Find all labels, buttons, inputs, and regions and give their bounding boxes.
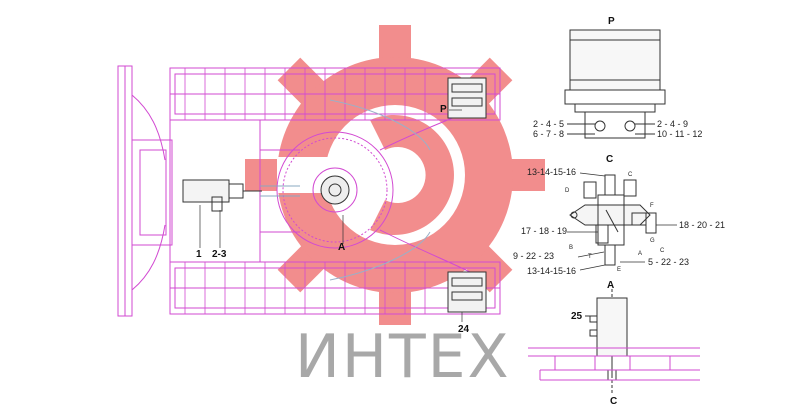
callout-24: 24 — [458, 324, 470, 335]
port-letter-e: E — [617, 267, 621, 273]
port-letter-c-2: C — [660, 248, 665, 254]
port-letter-d: D — [565, 188, 570, 194]
detail-a-part-25: 25 — [571, 311, 583, 322]
port-letter-g: G — [650, 238, 655, 244]
detail-p-label-2: 6 - 7 - 8 — [533, 129, 564, 139]
callout-2-3: 2-3 — [212, 249, 227, 260]
callout-1: 1 — [196, 249, 202, 260]
port-letter-a: A — [638, 251, 642, 257]
detail-c-label-1: 13-14-15-16 — [527, 167, 576, 177]
detail-c-swivel — [569, 174, 657, 266]
detail-a-title: A — [607, 280, 614, 291]
detail-c-label-6: 13-14-15-16 — [527, 266, 576, 276]
callout-a: A — [338, 242, 345, 253]
detail-a-base-frame — [528, 347, 700, 381]
detail-p-label-1: 2 - 4 - 5 — [533, 119, 564, 129]
detail-p-label-3: 2 - 4 - 9 — [657, 119, 688, 129]
detail-c-label-3: 18 - 20 - 21 — [679, 220, 725, 230]
detail-c-leaders — [567, 172, 677, 271]
detail-c-label-2: 17 - 18 - 19 — [521, 226, 567, 236]
detail-c-port-letters: D C F G A B T E C — [565, 172, 665, 273]
detail-c-label-4: 9 - 22 - 23 — [513, 251, 554, 261]
port-letter-c: C — [628, 172, 633, 178]
detail-p-title: P — [608, 16, 615, 27]
port-letter-b: B — [569, 245, 573, 251]
detail-c-title: C — [606, 154, 613, 165]
detail-a-section-c: C — [610, 396, 617, 407]
callout-p: P — [440, 104, 447, 115]
main-view-leaders — [199, 109, 463, 322]
detail-a-section — [585, 289, 628, 394]
port-letter-f: F — [650, 203, 654, 209]
main-view-components — [182, 77, 487, 313]
detail-p-label-4: 10 - 11 - 12 — [657, 129, 702, 139]
port-letter-t: T — [588, 254, 592, 260]
detail-c-label-5: 5 - 22 - 23 — [648, 257, 689, 267]
watermark-brand-text: ИНТЕХ — [295, 322, 511, 392]
machine-plan-view — [117, 65, 501, 317]
detail-p-motor — [564, 29, 666, 139]
